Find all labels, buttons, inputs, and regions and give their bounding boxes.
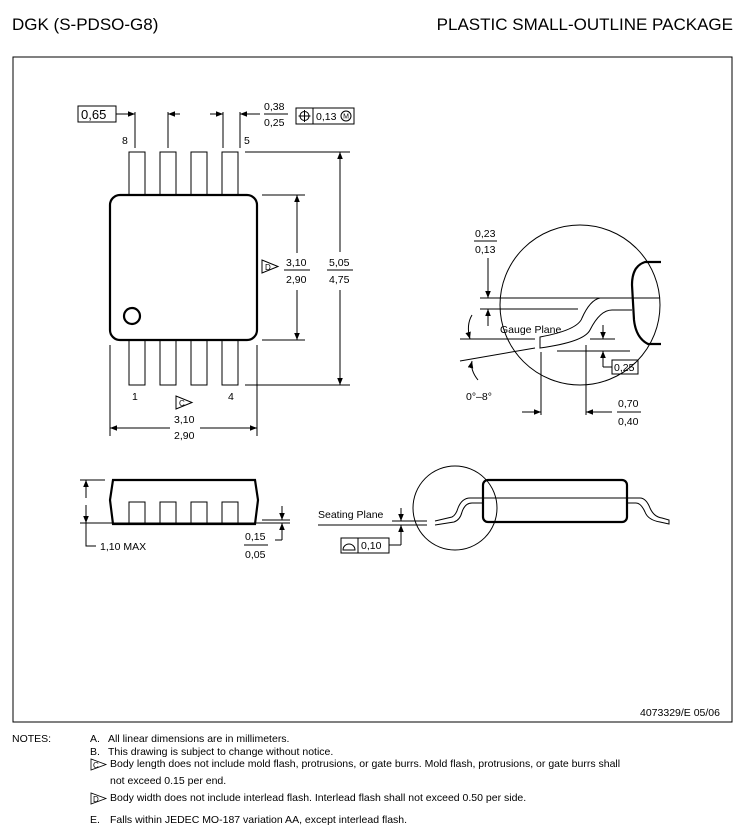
coplanarity-value: 0,10	[361, 540, 382, 552]
note-d-flag-icon	[261, 259, 280, 274]
gauge-detail-view: 0,23 0,13 Gauge Plane 0°–8° 0,25 0,70 0,…	[459, 224, 661, 428]
mmc-symbol-text: M	[343, 114, 349, 121]
foot-length-max: 0,70	[618, 398, 639, 410]
height-max-value: 1,10 MAX	[100, 541, 146, 553]
note-d: Body width does not include interlead fl…	[110, 792, 527, 804]
body-width-flag-letter: D	[265, 263, 271, 272]
body-length-min: 2,90	[174, 430, 195, 442]
position-tolerance-frame: 0,13 M	[295, 107, 355, 125]
top-view: 8 5 1 4 0,65 0,38 0,25 0,13 M	[77, 101, 355, 442]
gauge-height-value: 0,25	[614, 362, 635, 374]
note-letter: A.	[90, 733, 100, 745]
body-length-max: 3,10	[174, 414, 195, 426]
drawing-frame	[12, 56, 733, 723]
body-length-flag-letter: C	[179, 399, 185, 408]
bottom-leads	[128, 339, 239, 386]
pin-label-1: 1	[132, 391, 138, 403]
lead-width-max: 0,38	[264, 101, 285, 113]
standoff-min: 0,05	[245, 549, 266, 561]
lead-thickness-min: 0,13	[475, 244, 496, 256]
note-letter: E.	[90, 813, 100, 826]
package-type-title: PLASTIC SMALL-OUTLINE PACKAGE	[437, 15, 733, 34]
notes-label: NOTES:	[12, 733, 52, 745]
notes-section: NOTES: A. All linear dimensions are in mil…	[12, 733, 620, 826]
lead-width-min: 0,25	[264, 117, 285, 129]
overall-width-max: 5,05	[329, 257, 350, 269]
side-view: 1,10 MAX 0,15 0,05	[80, 478, 290, 561]
note-e: Falls within JEDEC MO-187 variation AA, …	[110, 813, 408, 826]
top-leads	[128, 151, 239, 196]
lead-thickness-max: 0,23	[475, 228, 496, 240]
note-d-flag-icon: D	[90, 792, 110, 809]
package-code-title: DGK (S-PDSO-G8)	[12, 15, 158, 34]
pin-label-8: 8	[122, 135, 128, 147]
body-width-min: 2,90	[286, 274, 307, 286]
body-width-max: 3,10	[286, 257, 307, 269]
note-c-flag-icon: C	[90, 758, 110, 775]
package-body	[108, 193, 259, 342]
note-c-flag-icon	[175, 395, 194, 410]
note-letter: B.	[90, 745, 100, 758]
pitch-value: 0,65	[81, 107, 106, 122]
seating-plane-label: Seating Plane	[318, 509, 384, 521]
pin-label-4: 4	[228, 391, 234, 403]
position-tolerance-value: 0,13	[316, 111, 337, 123]
coplanarity-symbol-icon	[342, 543, 356, 551]
overall-width-min: 4,75	[329, 274, 350, 286]
angle-value: 0°–8°	[466, 391, 492, 403]
gauge-plane-label: Gauge Plane	[500, 324, 561, 336]
note-b: This drawing is subject to change withou…	[108, 745, 334, 758]
note-c: Body length does not include mold flash,…	[110, 758, 621, 770]
note-a: All linear dimensions are in millimeters…	[108, 733, 290, 745]
foot-length-min: 0,40	[618, 416, 639, 428]
pin1-indicator	[122, 306, 142, 326]
note-c-letter: C	[93, 761, 99, 770]
mmc-symbol-icon	[340, 110, 352, 122]
note-c-continued: not exceed 0.15 per end.	[110, 774, 227, 787]
seating-plane-view: Seating Plane 0,10	[318, 465, 670, 554]
pin-label-5: 5	[244, 135, 250, 147]
drawing-number: 4073329/E 05/06	[640, 707, 720, 719]
note-d-letter: D	[93, 795, 99, 804]
standoff-max: 0,15	[245, 531, 266, 543]
